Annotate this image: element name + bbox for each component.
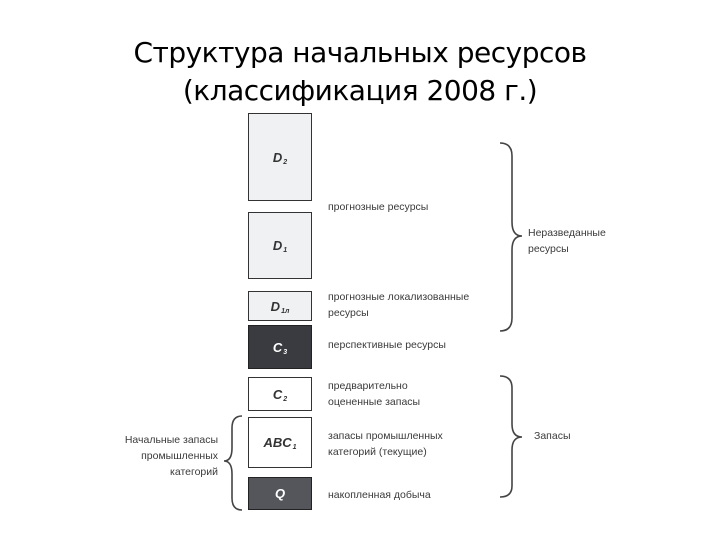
page-title: Структура начальных ресурсов (классифика… <box>0 34 720 110</box>
label-predvaritelno-line1: предварительно <box>328 380 408 392</box>
category-box-abc1-main: ABC <box>263 435 292 450</box>
label-predvaritelno: предварительно оцененные запасы <box>328 378 420 410</box>
category-box-abc1-sub: 1 <box>292 444 297 451</box>
category-box-d1-main: D <box>272 238 283 253</box>
group-nerazvedannye-line1: Неразведанные <box>528 227 606 239</box>
label-perspektivnye: перспективные ресурсы <box>328 339 446 351</box>
category-box-d1l-sub: 1л <box>281 307 290 315</box>
category-box-q-main: Q <box>274 486 286 501</box>
category-box-d1-sub: 1 <box>283 247 288 254</box>
category-box-c2-main: C <box>272 386 283 402</box>
brace-nerazvedannye <box>499 142 523 332</box>
group-nachalnye-line1: Начальные запасы <box>124 434 218 446</box>
group-zapasy: Запасы <box>534 430 571 442</box>
title-line-2: (классификация 2008 г.) <box>182 74 538 107</box>
category-box-d2-sub: 2 <box>283 158 288 166</box>
label-promyshlennye-line2: категорий (текущие) <box>328 446 427 458</box>
label-promyshlennye: запасы промышленных категорий (текущие) <box>328 428 443 460</box>
category-box-c3-main: C <box>272 339 283 355</box>
label-lokalizovannye-line1: прогнозные локализованные <box>328 291 470 303</box>
group-nachalnye-line2: промышленных <box>141 450 218 462</box>
label-predvaritelno-line2: оцененные запасы <box>328 396 421 408</box>
category-box-d1l-main: D <box>270 298 281 314</box>
brace-zapasy <box>499 375 523 498</box>
label-prognoznye: прогнозные ресурсы <box>328 201 429 213</box>
group-nerazvedannye-line2: ресурсы <box>528 243 569 255</box>
category-box-c2-sub: 2 <box>283 395 288 403</box>
label-dobycha: накопленная добыча <box>328 489 431 501</box>
category-box-d2-main: D <box>272 149 283 165</box>
label-lokalizovannye: прогнозные локализованные ресурсы <box>328 289 469 321</box>
label-lokalizovannye-line2: ресурсы <box>328 307 369 319</box>
group-nachalnye: Начальные запасы промышленных категорий <box>100 432 218 480</box>
category-box-q: Q <box>248 477 312 510</box>
group-nerazvedannye: Неразведанные ресурсы <box>528 225 606 257</box>
title-line-1: Структура начальных ресурсов <box>133 36 587 69</box>
category-box-c3-sub: 3 <box>283 348 288 356</box>
group-nachalnye-line3: категорий <box>170 466 218 478</box>
label-promyshlennye-line1: запасы промышленных <box>328 430 443 442</box>
brace-nachalnye <box>223 415 243 511</box>
